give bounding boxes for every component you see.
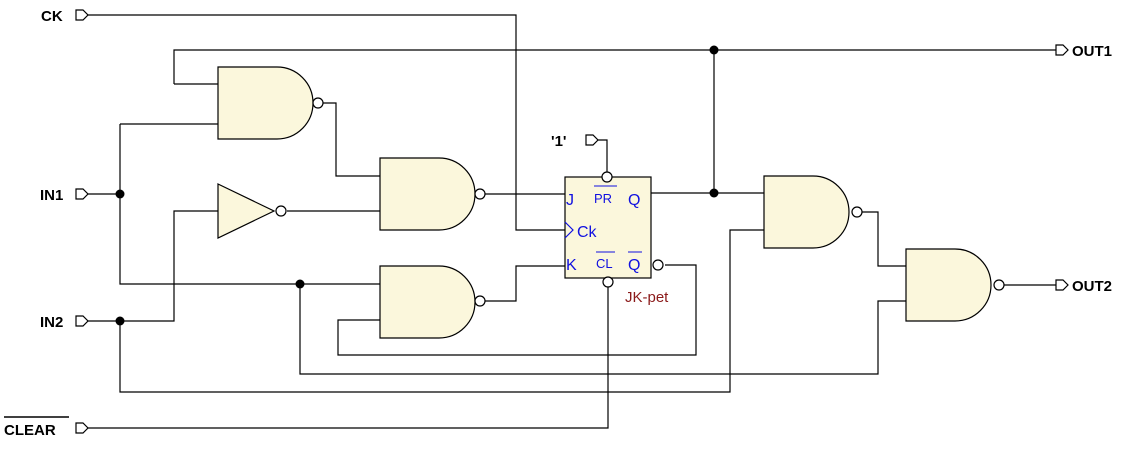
not-gate[interactable]	[217, 183, 287, 239]
wire-bus-gate5	[299, 284, 906, 375]
wire-ck	[88, 14, 565, 231]
nand-gate-1[interactable]	[217, 66, 324, 140]
inversion-bubble	[851, 206, 863, 218]
pin-q-label: Q	[628, 192, 640, 209]
wire-nand4-out	[862, 211, 906, 267]
port-one-label: '1'	[551, 133, 566, 150]
flipflop-body	[564, 176, 652, 279]
port-in1[interactable]: IN1	[40, 187, 89, 204]
junction-dot	[709, 188, 719, 198]
wire-qbar	[337, 264, 697, 356]
component-name: JK-pet	[625, 289, 669, 306]
wire-out1	[173, 49, 1056, 85]
port-ck-label: CK	[41, 8, 63, 25]
port-in1-icon	[75, 188, 89, 200]
port-in1-label: IN1	[40, 187, 63, 204]
inversion-bubble	[275, 205, 287, 217]
qbar-bubble	[652, 259, 664, 271]
port-out2[interactable]: OUT2	[1055, 278, 1112, 295]
wire-nand1-out	[323, 102, 380, 177]
junctions	[115, 45, 719, 326]
wire-preset	[598, 139, 608, 172]
port-one-icon	[585, 134, 599, 146]
nand-gate-2[interactable]	[379, 157, 486, 231]
port-in2-icon	[75, 315, 89, 327]
wire-in1	[88, 123, 380, 285]
port-ck-icon	[75, 9, 89, 21]
jk-flipflop[interactable]: J PR Q Ck K CL Q JK-pet	[564, 171, 669, 306]
junction-dot	[115, 316, 125, 326]
port-one[interactable]: '1'	[551, 133, 599, 150]
wire-in2	[88, 210, 764, 393]
pin-cl-label: CL	[596, 256, 613, 271]
wire-k	[485, 265, 565, 302]
port-clear-icon	[75, 422, 89, 434]
pin-j-label: J	[566, 192, 574, 209]
pin-k-label: K	[566, 257, 577, 274]
port-ck[interactable]: CK	[41, 8, 89, 25]
pin-pr-label: PR	[594, 191, 612, 206]
wires	[88, 14, 1056, 429]
port-clear-label: CLEAR	[4, 422, 56, 439]
pin-ck-label: Ck	[577, 224, 598, 241]
inversion-bubble	[993, 279, 1005, 291]
nand-gate-3[interactable]	[379, 265, 486, 339]
port-in2-label: IN2	[40, 314, 63, 331]
port-out1-icon	[1055, 44, 1069, 56]
port-out2-label: OUT2	[1072, 278, 1112, 295]
clear-bubble	[602, 276, 614, 288]
junction-dot	[709, 45, 719, 55]
junction-dot	[115, 189, 125, 199]
inversion-bubble	[474, 188, 486, 200]
wire-clear	[88, 287, 609, 429]
inversion-bubble	[312, 97, 324, 109]
junction-dot	[295, 279, 305, 289]
nand-gate-5[interactable]	[905, 248, 1005, 322]
port-out1-label: OUT1	[1072, 43, 1112, 60]
port-out2-icon	[1055, 279, 1069, 291]
nand-gate-4[interactable]	[763, 175, 863, 249]
port-in2[interactable]: IN2	[40, 314, 89, 331]
preset-bubble	[601, 171, 613, 183]
clock-triangle-icon	[564, 221, 574, 239]
pin-qbar-label: Q	[628, 257, 640, 274]
port-clear[interactable]: CLEAR	[4, 416, 89, 439]
port-out1[interactable]: OUT1	[1055, 43, 1112, 60]
inversion-bubble	[474, 295, 486, 307]
